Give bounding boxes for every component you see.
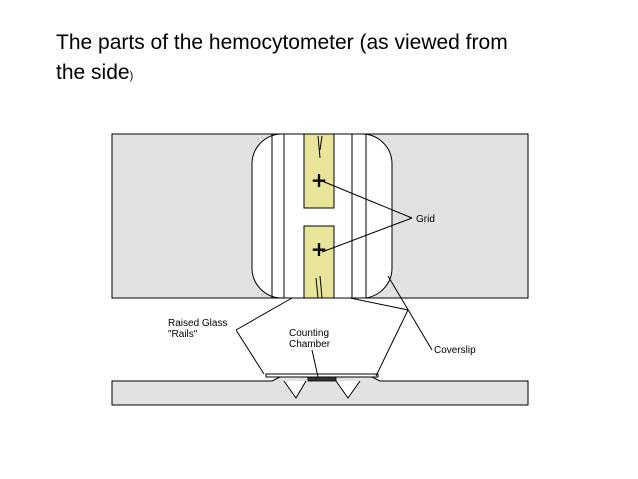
sample-line-top <box>317 135 323 159</box>
title-main: The parts of the hemocytometer (as viewe… <box>56 31 508 84</box>
raised-rails-label-line2: "Rails" <box>168 329 198 340</box>
coverslip-side-view <box>265 373 379 378</box>
counting-chamber-label-line2: Chamber <box>289 339 331 350</box>
counting-chamber-label-line1: Counting <box>289 328 329 339</box>
grid-pointer-top <box>321 180 413 219</box>
slide-side-view <box>111 376 529 406</box>
counting-chamber-sample <box>307 376 337 382</box>
grid-label: Grid <box>416 214 435 225</box>
title-close-paren: ) <box>129 70 134 82</box>
slide-title: The parts of the hemocytometer (as viewe… <box>56 28 526 91</box>
grid-pointer-bottom <box>321 217 413 253</box>
coverslip-pointer <box>349 275 433 377</box>
sample-line-bottom <box>315 275 323 299</box>
coverslip-label: Coverslip <box>434 345 476 356</box>
grid-bottom <box>303 225 335 299</box>
counting-pointer <box>311 349 319 378</box>
grid-marker-top: + <box>311 168 328 192</box>
groove-left <box>283 380 307 399</box>
grid-marker-bottom: + <box>311 237 328 261</box>
rails-pointer <box>235 297 293 375</box>
raised-rails-label-line1: Raised Glass <box>168 318 227 329</box>
groove-right <box>335 380 361 399</box>
